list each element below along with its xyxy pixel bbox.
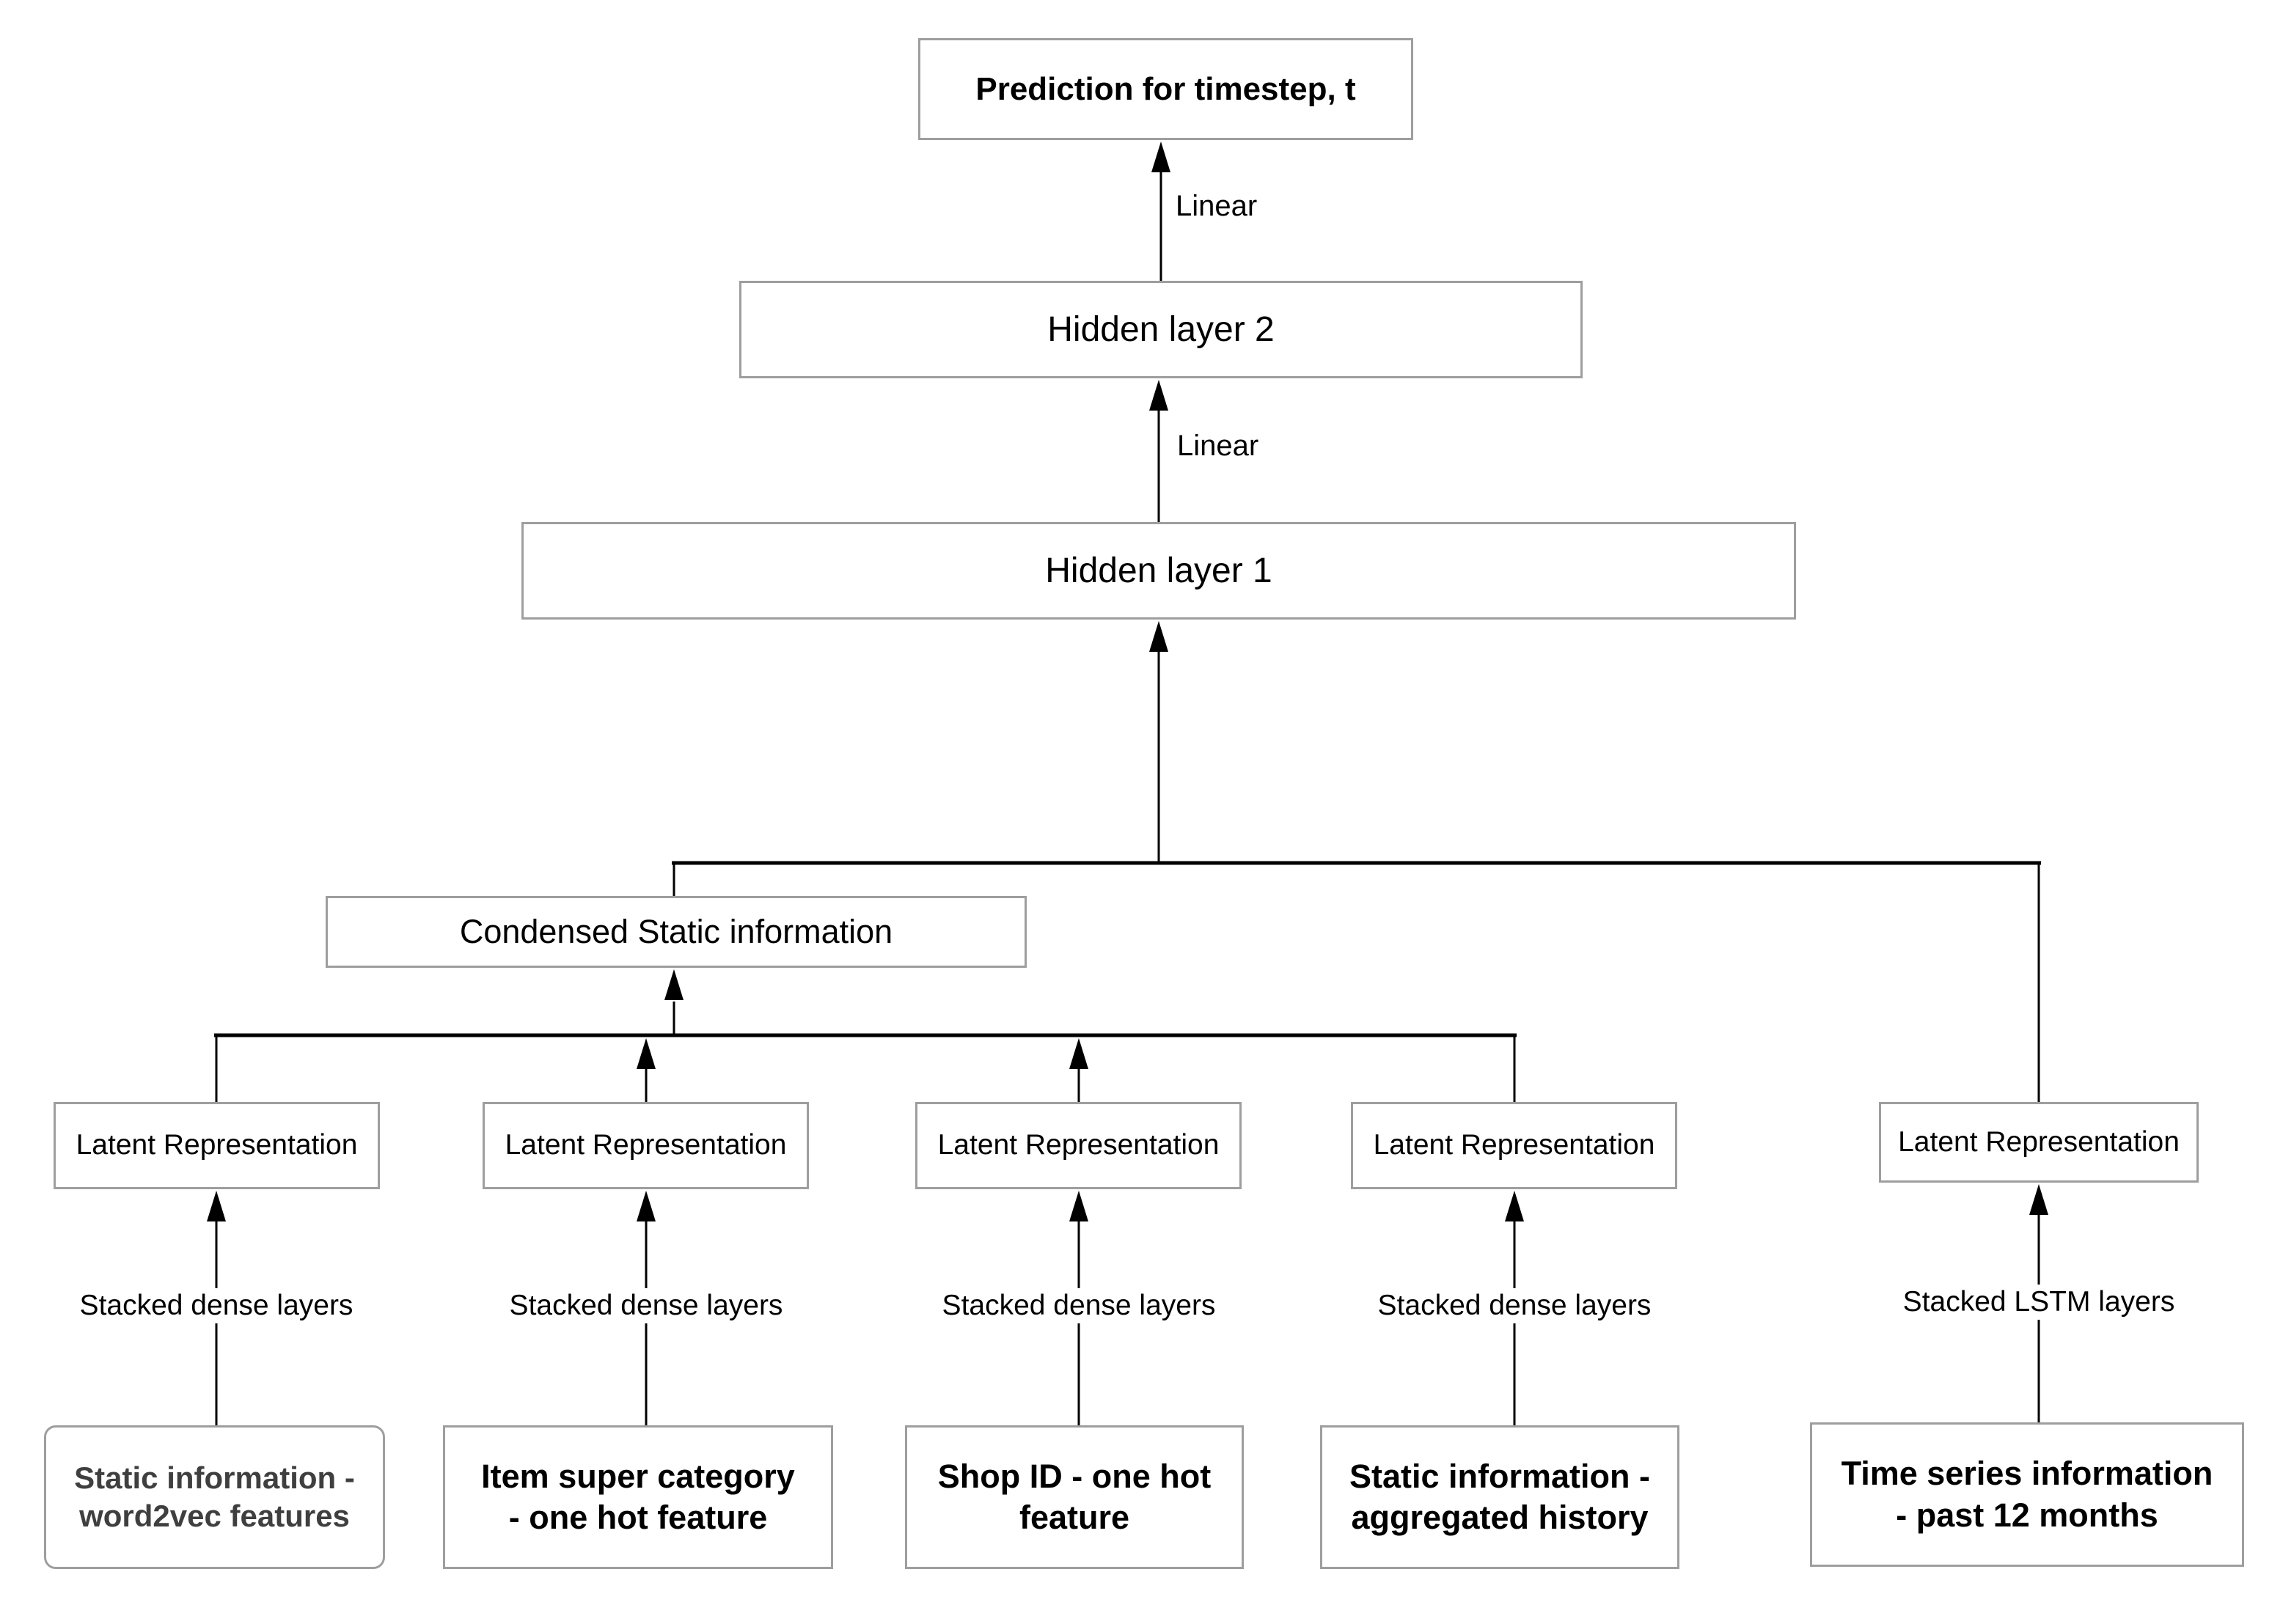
linear-edge-label-middle: Linear (1174, 428, 1262, 464)
edge-input1-to-latent1 (207, 1191, 226, 1425)
input-box-line: - past 12 months (1896, 1496, 2158, 1534)
input-box-line: Time series information (1841, 1455, 2213, 1493)
edge-latents-to-condensed (214, 969, 1517, 1102)
prediction-box: Prediction for timestep, t (918, 38, 1413, 140)
input-box-line: aggregated history (1351, 1499, 1649, 1536)
stacked-lstm-layers-label: Stacked LSTM layers (1897, 1285, 2181, 1320)
edge-bus-to-hidden1 (672, 621, 2041, 1102)
latent-representation-box-5: Latent Representation (1879, 1102, 2199, 1183)
edge-input2-to-latent2 (637, 1191, 656, 1425)
input-box-line: Item super category (481, 1457, 795, 1495)
edge-hidden1-to-hidden2 (1149, 380, 1168, 522)
stacked-dense-layers-label-4: Stacked dense layers (1371, 1288, 1657, 1323)
edge-hidden2-to-prediction (1151, 142, 1170, 281)
input-box-time-series: Time series information - past 12 months (1810, 1422, 2244, 1567)
input-box-line: Static information - (74, 1460, 355, 1495)
input-box-static-aggregated-history: Static information - aggregated history (1320, 1425, 1679, 1569)
latent-representation-box-4: Latent Representation (1351, 1102, 1677, 1189)
latent-representation-box-3: Latent Representation (915, 1102, 1242, 1189)
edge-input3-to-latent3 (1069, 1191, 1088, 1425)
hidden-layer-2-box: Hidden layer 2 (739, 281, 1583, 378)
input-box-line: word2vec features (79, 1499, 350, 1533)
stacked-dense-layers-label-3: Stacked dense layers (936, 1288, 1222, 1323)
stacked-dense-layers-label-2: Stacked dense layers (503, 1288, 789, 1323)
condensed-static-information-box: Condensed Static information (326, 896, 1027, 968)
input-box-line: Static information - (1349, 1457, 1650, 1495)
hidden-layer-1-box: Hidden layer 1 (521, 522, 1796, 620)
input-box-item-super-category: Item super category - one hot feature (443, 1425, 833, 1569)
linear-edge-label-top: Linear (1173, 188, 1261, 224)
input-box-line: feature (1019, 1499, 1130, 1536)
latent-representation-box-1: Latent Representation (54, 1102, 380, 1189)
input-box-line: - one hot feature (508, 1499, 768, 1536)
input-box-line: Shop ID - one hot (937, 1457, 1212, 1495)
stacked-dense-layers-label-1: Stacked dense layers (73, 1288, 359, 1323)
input-box-static-word2vec: Static information - word2vec features (44, 1425, 385, 1569)
latent-representation-box-2: Latent Representation (483, 1102, 809, 1189)
input-box-shop-id: Shop ID - one hot feature (905, 1425, 1244, 1569)
edge-input4-to-latent4 (1505, 1191, 1524, 1425)
